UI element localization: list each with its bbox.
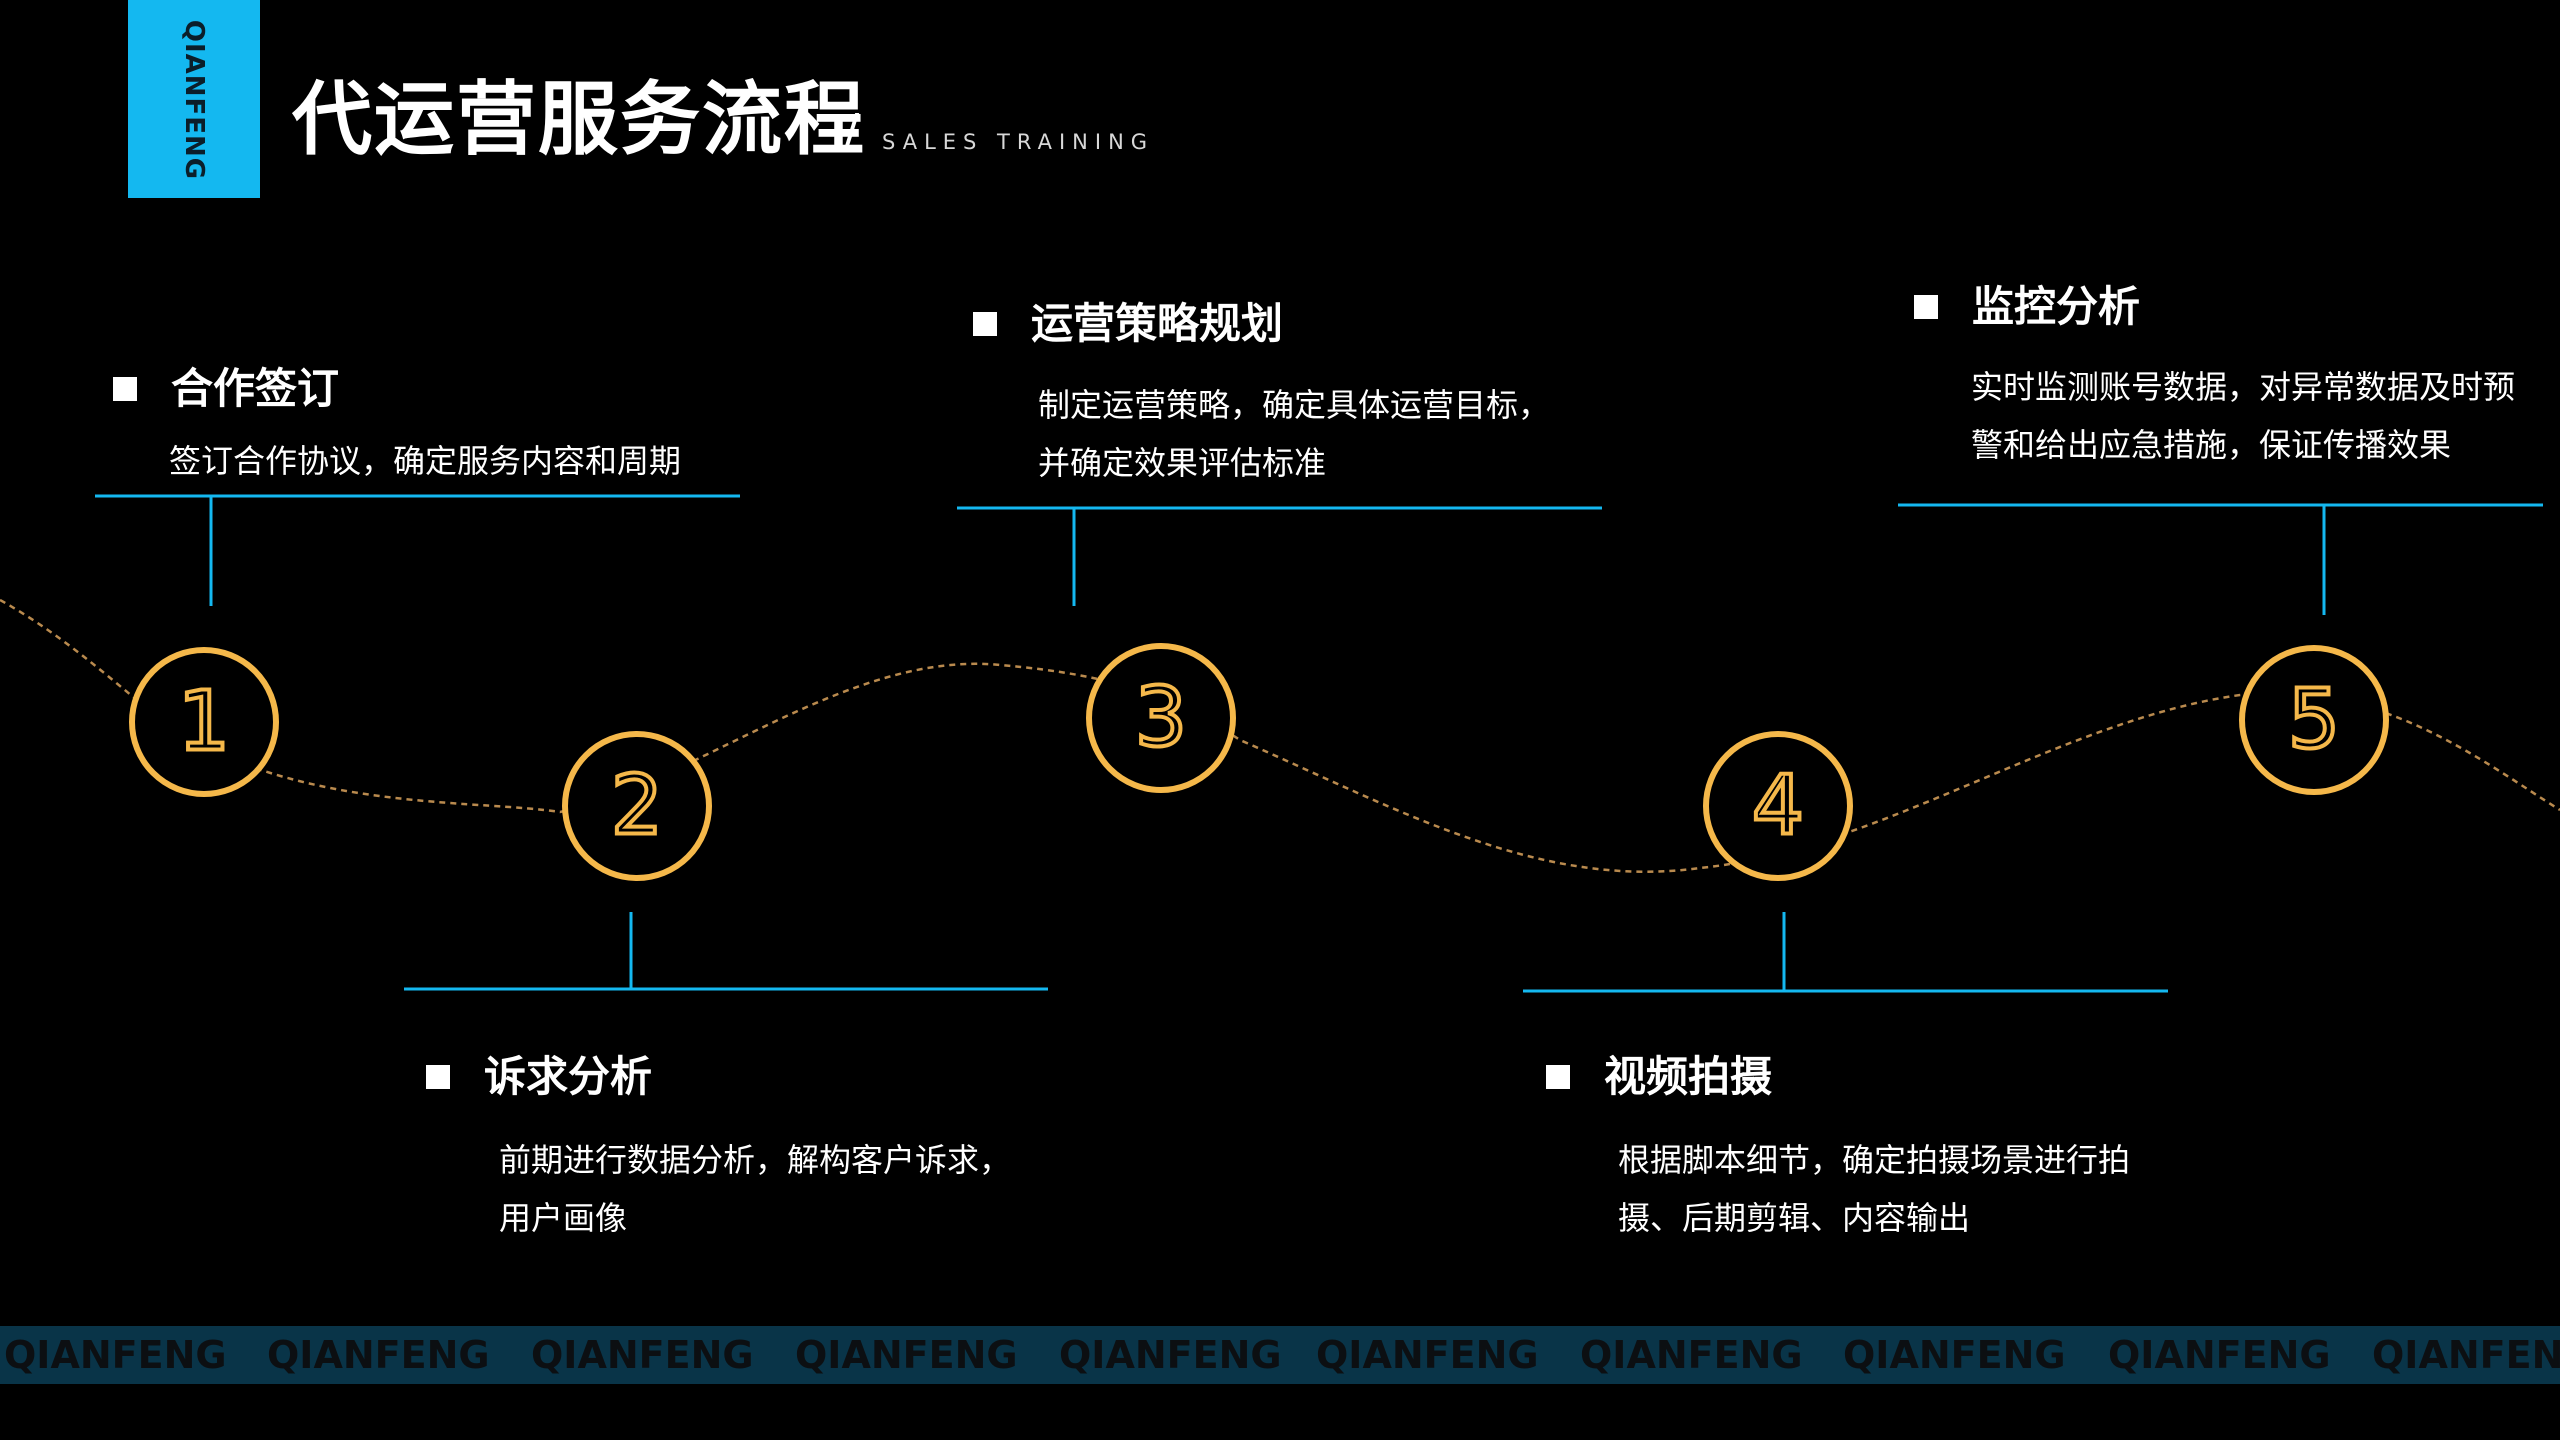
square-bullet-icon	[973, 312, 997, 336]
square-bullet-icon	[1546, 1065, 1570, 1089]
step-4-description: 根据脚本细节，确定拍摄场景进行拍 摄、后期剪辑、内容输出	[1618, 1131, 2130, 1247]
step-5-desc-line-2: 警和给出应急措施，保证传播效果	[1971, 426, 2452, 464]
footer-logo: QIANFENG	[2108, 1333, 2331, 1377]
step-circle-2: 2	[562, 731, 712, 881]
footer-logo: QIANFENG	[795, 1333, 1018, 1377]
step-3-desc-line-1: 制定运营策略，确定具体运营目标，	[1038, 386, 1551, 424]
step-1-desc-line-1: 签订合作协议，确定服务内容和周期	[169, 442, 682, 480]
step-2-heading: 诉求分析	[426, 1052, 652, 1102]
square-bullet-icon	[113, 377, 137, 401]
step-1-description: 签订合作协议，确定服务内容和周期	[169, 432, 681, 490]
step-number-3: 3	[1135, 671, 1187, 766]
step-4-desc-line-2: 摄、后期剪辑、内容输出	[1618, 1199, 1971, 1237]
step-number-4: 4	[1752, 759, 1804, 854]
step-5-description: 实时监测账号数据，对异常数据及时预 警和给出应急措施，保证传播效果	[1971, 358, 2515, 474]
step-3-title: 运营策略规划	[1031, 299, 1284, 348]
footer-logo: QIANFENG	[1059, 1333, 1282, 1377]
footer-logo: QIANFENG	[1316, 1333, 1539, 1377]
page-subtitle: SALES TRAINING	[882, 130, 1155, 154]
footer-band	[0, 1326, 2560, 1384]
step-1-heading: 合作签订	[113, 364, 339, 414]
footer-logo: QIANFENG	[2372, 1333, 2560, 1377]
step-4-heading: 视频拍摄	[1546, 1052, 1772, 1102]
footer-logo: QIANFENG	[531, 1333, 754, 1377]
step-5-heading: 监控分析	[1914, 282, 2140, 332]
step-circle-3: 3	[1086, 643, 1236, 793]
square-bullet-icon	[426, 1065, 450, 1089]
step-number-1: 1	[178, 675, 230, 770]
step-3-heading: 运营策略规划	[973, 299, 1283, 349]
step-2-description: 前期进行数据分析，解构客户诉求， 用户画像	[499, 1131, 1011, 1247]
step-1-title: 合作签订	[171, 364, 340, 413]
step-number-5: 5	[2288, 673, 2340, 768]
step-circle-5: 5	[2239, 645, 2389, 795]
brand-logo-block: QIANFENG	[128, 0, 260, 198]
footer-logo: QIANFENG	[4, 1333, 227, 1377]
square-bullet-icon	[1914, 295, 1938, 319]
footer-logo: QIANFENG	[267, 1333, 490, 1377]
step-circle-1: 1	[129, 647, 279, 797]
step-4-title: 视频拍摄	[1604, 1052, 1773, 1101]
step-circle-4: 4	[1703, 731, 1853, 881]
step-2-desc-line-2: 用户画像	[499, 1199, 628, 1237]
step-3-desc-line-2: 并确定效果评估标准	[1038, 444, 1327, 482]
step-3-description: 制定运营策略，确定具体运营目标， 并确定效果评估标准	[1038, 376, 1550, 492]
step-number-2: 2	[611, 759, 663, 854]
step-2-title: 诉求分析	[484, 1052, 653, 1101]
step-5-desc-line-1: 实时监测账号数据，对异常数据及时预	[1971, 368, 2516, 406]
footer-logo: QIANFENG	[1580, 1333, 1803, 1377]
step-5-title: 监控分析	[1972, 282, 2141, 331]
title-slash: /	[843, 104, 860, 160]
step-4-desc-line-1: 根据脚本细节，确定拍摄场景进行拍	[1618, 1141, 2131, 1179]
process-path	[0, 598, 2560, 873]
page-title: 代运营服务流程	[292, 73, 866, 166]
step-2-desc-line-1: 前期进行数据分析，解构客户诉求，	[499, 1141, 1012, 1179]
footer-logo: QIANFENG	[1843, 1333, 2066, 1377]
